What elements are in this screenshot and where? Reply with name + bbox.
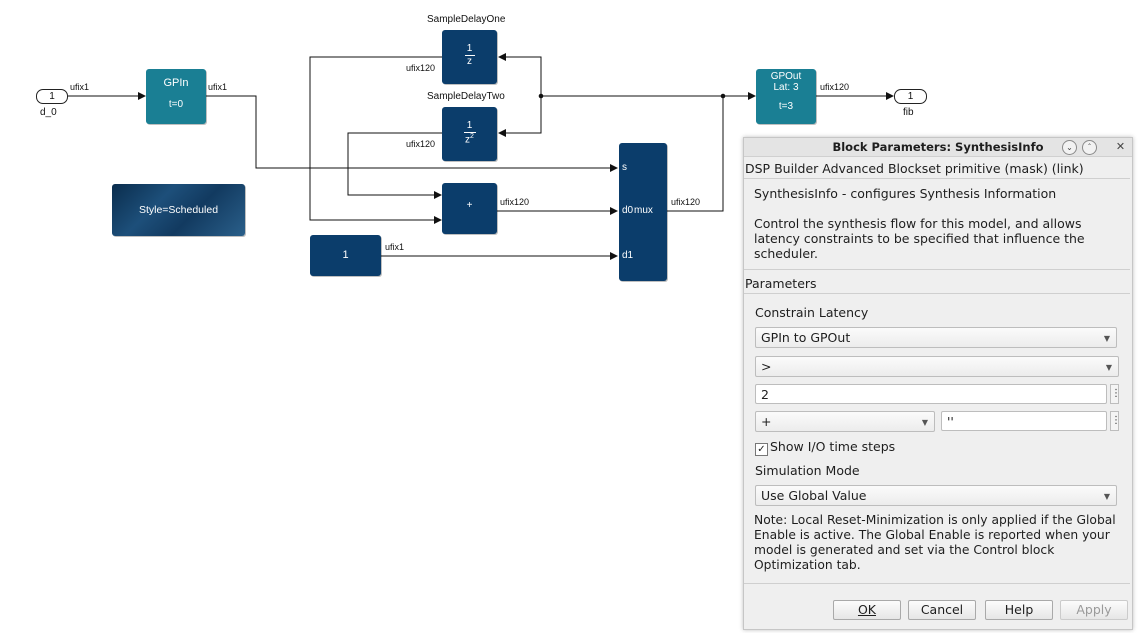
delay-one-name: SampleDelayOne: [427, 14, 506, 25]
dialog-titlebar[interactable]: Block Parameters: SynthesisInfo ⌄ ˆ ✕: [744, 138, 1132, 157]
signal-label-gpin: ufix1: [208, 82, 228, 92]
constant-value: 1: [342, 249, 349, 261]
chevron-down-icon: ▼: [1105, 363, 1112, 372]
chevron-down-icon: ▼: [921, 418, 928, 427]
help-label: Help: [1004, 602, 1034, 617]
delay-two-den-wrap: z2: [442, 133, 497, 145]
mux-label: mux: [634, 205, 653, 216]
sample-delay-two-block[interactable]: 1 z2: [442, 107, 497, 161]
signal-label-mux: ufix120: [671, 197, 701, 207]
constrain-path-value: GPIn to GPOut: [761, 330, 851, 345]
delay-one-num: 1: [466, 43, 473, 54]
signal-label-in: ufix1: [70, 82, 90, 92]
signal-label-delay-one: ufix120: [406, 63, 436, 73]
signal-label-delay-two: ufix120: [406, 139, 436, 149]
junction-dot: [720, 93, 726, 99]
delay-one-bar: [464, 55, 475, 56]
signal-label-const: ufix1: [385, 242, 405, 252]
inport-name: d_0: [40, 107, 57, 118]
delay-two-bar: [463, 132, 476, 133]
note-text: Note: Local Reset-Minimization is only a…: [754, 513, 1116, 572]
sample-delay-one-block[interactable]: 1 z: [442, 30, 497, 84]
outport-fib[interactable]: 1: [894, 89, 927, 104]
sim-mode-value: Use Global Value: [761, 488, 867, 503]
sim-mode-select[interactable]: Use Global Value ▼: [755, 485, 1117, 506]
offset-value: '': [947, 414, 954, 429]
chevron-down-icon: ▼: [1103, 492, 1110, 501]
ok-label: OK: [857, 602, 877, 617]
cancel-label: Cancel: [920, 602, 964, 617]
gpout-block[interactable]: GPOut Lat: 3 t=3: [756, 69, 816, 124]
constrain-latency-label: Constrain Latency: [755, 305, 869, 320]
maximize-icon[interactable]: ˆ: [1082, 140, 1097, 155]
description-panel: SynthesisInfo - configures Synthesis Inf…: [744, 178, 1130, 270]
offset-options-button[interactable]: ⋮: [1110, 411, 1121, 431]
delay-two-exponent: 2: [470, 133, 474, 140]
gpin-block[interactable]: GPIn t=0: [146, 69, 206, 124]
gpin-time: t=0: [168, 99, 184, 110]
description-title: SynthesisInfo - configures Synthesis Inf…: [754, 186, 1057, 201]
inport-d0[interactable]: 1: [36, 89, 68, 104]
wire-gpin-to-mux-s: [206, 95, 618, 172]
style-badge-text: Style=Scheduled: [138, 204, 219, 216]
wire-to-delay-one: [498, 53, 542, 96]
sim-mode-label: Simulation Mode: [755, 463, 860, 478]
parameters-panel: Constrain Latency GPIn to GPOut ▼ > ▼ 2 …: [744, 293, 1130, 584]
mask-line: DSP Builder Advanced Blockset primitive …: [745, 161, 1084, 176]
show-io-checkbox[interactable]: ✓: [755, 443, 768, 456]
wire-to-delay-two: [498, 96, 542, 137]
ok-button[interactable]: OK: [833, 600, 901, 620]
gpout-latency: Lat: 3: [773, 82, 799, 93]
close-icon[interactable]: ✕: [1115, 140, 1126, 153]
delay-two-den: z: [465, 134, 471, 146]
chevron-down-icon: ▼: [1103, 334, 1110, 343]
delay-two-num: 1: [466, 120, 473, 131]
junction-dot: [538, 93, 544, 99]
delay-one-den: z: [467, 56, 472, 67]
constrain-path-select[interactable]: GPIn to GPOut ▼: [755, 327, 1117, 348]
wire-mux-to-gpout: [667, 92, 756, 212]
constant-block[interactable]: 1: [310, 235, 381, 276]
apply-button[interactable]: Apply: [1060, 600, 1128, 620]
wire-delay-one-to-adder: [309, 56, 442, 224]
offset-sign-select[interactable]: + ▼: [755, 411, 935, 432]
help-button[interactable]: Help: [985, 600, 1053, 620]
gpout-title: GPOut: [770, 71, 802, 82]
latency-options-button[interactable]: ⋮: [1110, 384, 1121, 404]
inport-number: 1: [49, 91, 55, 102]
mux-block[interactable]: s d0 mux d1: [619, 143, 667, 281]
mux-port-s: s: [622, 162, 627, 173]
description-body: Control the synthesis flow for this mode…: [754, 216, 1085, 261]
mux-port-d1: d1: [622, 250, 634, 261]
minimize-icon[interactable]: ⌄: [1062, 140, 1077, 155]
mux-port-d0: d0: [622, 205, 634, 216]
adder-symbol: +: [466, 200, 473, 211]
gpout-time: t=3: [778, 101, 794, 112]
latency-value: 2: [761, 387, 769, 402]
wire-delay-two-to-adder: [347, 132, 442, 199]
latency-value-field[interactable]: 2: [755, 384, 1107, 404]
signal-label-gpout: ufix120: [820, 82, 850, 92]
outport-number: 1: [907, 91, 914, 102]
cancel-button[interactable]: Cancel: [908, 600, 976, 620]
operator-select[interactable]: > ▼: [755, 356, 1119, 377]
operator-value: >: [761, 359, 772, 374]
adder-block[interactable]: +: [442, 183, 497, 234]
dialog-title: Block Parameters: SynthesisInfo: [832, 140, 1044, 154]
offset-sign-value: +: [761, 414, 772, 429]
style-badge[interactable]: Style=Scheduled: [112, 184, 245, 236]
show-io-label: Show I/O time steps: [770, 439, 896, 454]
outport-name: fib: [903, 107, 914, 118]
gpin-title: GPIn: [163, 77, 189, 89]
signal-label-adder: ufix120: [500, 197, 530, 207]
delay-two-name: SampleDelayTwo: [427, 91, 505, 102]
offset-value-field[interactable]: '': [941, 411, 1107, 431]
block-parameters-dialog: Block Parameters: SynthesisInfo ⌄ ˆ ✕ DS…: [743, 137, 1133, 630]
apply-label: Apply: [1076, 602, 1112, 617]
parameters-header: Parameters: [745, 276, 817, 291]
